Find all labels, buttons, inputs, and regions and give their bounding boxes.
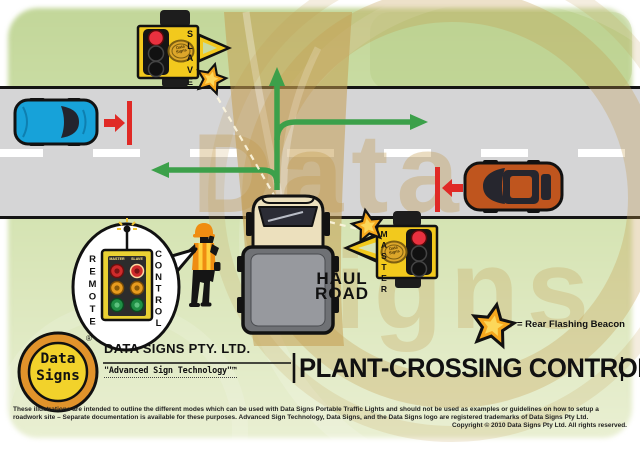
- beacon-legend-text: = Rear Flashing Beacon: [517, 319, 625, 330]
- company-tagline: "Advanced Sign Technology"™: [104, 366, 237, 378]
- haul-road-line1: HAUL: [316, 269, 368, 288]
- stop-bar-right: [435, 167, 440, 212]
- antenna-glint-icon: [117, 218, 137, 230]
- disclaimer-line2: roadwork site – Separate documentation i…: [13, 414, 589, 422]
- worker-figure: [184, 223, 221, 307]
- master-red-lamp-lit: [410, 229, 428, 247]
- stop-markers: [104, 101, 463, 212]
- remote-slave-buttons: [129, 263, 145, 313]
- slave-amber-lamp-off: [147, 45, 165, 62]
- registered-trademark-symbol: ®: [86, 334, 92, 343]
- footer-logo-line2: Signs: [36, 368, 80, 384]
- haul-road-line2: ROAD: [314, 284, 370, 303]
- page-title: PLANT-CROSSING CONTROL: [299, 353, 640, 383]
- master-amber-lamp-off: [410, 245, 428, 262]
- company-name: DATA SIGNS PTY. LTD.: [104, 341, 251, 356]
- slave-red-lamp-lit: [147, 29, 165, 47]
- master-green-lamp-off: [410, 260, 428, 278]
- master-traffic-light-trailer: [343, 206, 439, 288]
- blue-car: [13, 98, 99, 146]
- copyright-line: Copyright © 2010 Data Signs Pty Ltd. All…: [451, 422, 627, 430]
- hard-hat-icon: [195, 223, 213, 235]
- stop-bar-left: [127, 101, 132, 145]
- disclaimer-line1: These illustrations are intended to outl…: [13, 406, 599, 413]
- haul-road-label: HAUL ROAD: [305, 269, 379, 303]
- remote-master-buttons: [109, 263, 125, 313]
- slave-green-lamp-off: [147, 60, 165, 78]
- remote-label: REMOTE: [87, 254, 98, 329]
- slave-traffic-light-trailer: [136, 10, 232, 97]
- footer-logo-text: Data Signs: [30, 351, 86, 385]
- traffic-path-arrows: [151, 67, 428, 190]
- radio-link-lines: [211, 87, 359, 231]
- remote-control-bubble: [71, 218, 198, 352]
- arrow-turn-left: [166, 167, 280, 184]
- remote-master-column-label: MASTER: [109, 257, 125, 262]
- stop-arrow-left: [104, 114, 125, 132]
- master-unit-label: MASTER: [379, 229, 389, 295]
- arrow-turn-right: [274, 119, 413, 141]
- stop-arrow-right: [442, 179, 463, 197]
- remote-slave-column-label: SLAVE: [131, 257, 143, 262]
- footer-logo-line1: Data: [40, 351, 76, 367]
- slave-unit-label: SLAVE: [185, 29, 195, 89]
- haul-truck: [237, 194, 339, 335]
- disclaimer: These illustrations are intended to outl…: [13, 406, 627, 431]
- control-label: CONTROL: [153, 249, 164, 330]
- footer-graphics: [17, 331, 624, 413]
- orange-car: [463, 160, 564, 213]
